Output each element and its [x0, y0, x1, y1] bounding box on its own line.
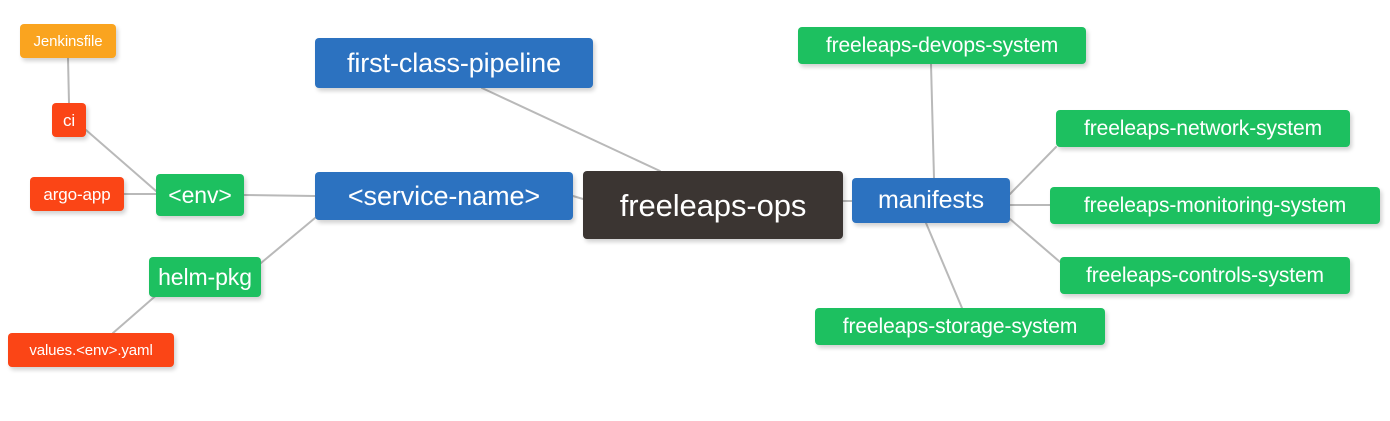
node-env[interactable]: <env>: [156, 174, 244, 216]
node-jenkinsfile[interactable]: Jenkinsfile: [20, 24, 116, 58]
node-label: manifests: [877, 186, 985, 214]
node-first-class-pipeline[interactable]: first-class-pipeline: [315, 38, 593, 88]
node-freeleaps-devops-system[interactable]: freeleaps-devops-system: [798, 27, 1086, 64]
node-label: freeleaps-devops-system: [825, 34, 1059, 57]
edge-env-to-service-name: [243, 194, 316, 197]
node-freeleaps-network-system[interactable]: freeleaps-network-system: [1056, 110, 1350, 147]
node-values-yaml[interactable]: values.<env>.yaml: [8, 333, 174, 367]
node-label: freeleaps-controls-system: [1086, 264, 1324, 287]
node-label: <env>: [168, 181, 232, 208]
node-label: freeleaps-ops: [619, 187, 807, 223]
edge-manifests-to-controls-system: [1009, 218, 1061, 263]
node-label: freeleaps-network-system: [1083, 117, 1322, 140]
node-label: freeleaps-storage-system: [842, 315, 1078, 338]
node-label: values.<env>.yaml: [29, 341, 153, 359]
node-label: <service-name>: [347, 180, 541, 211]
edge-first-class-pipeline-to-freeleaps-ops: [481, 87, 661, 172]
node-service-name[interactable]: <service-name>: [315, 172, 573, 220]
node-ci[interactable]: ci: [52, 103, 86, 137]
node-label: freeleaps-monitoring-system: [1083, 194, 1347, 217]
edge-service-name-to-helm-pkg: [260, 217, 316, 264]
edge-manifests-to-storage-system: [925, 222, 963, 309]
node-freeleaps-storage-system[interactable]: freeleaps-storage-system: [815, 308, 1105, 345]
edge-helm-pkg-to-values-yaml: [112, 291, 161, 334]
edge-manifests-to-devops-system: [930, 63, 935, 179]
node-freeleaps-controls-system[interactable]: freeleaps-controls-system: [1060, 257, 1350, 294]
edge-service-name-to-freeleaps-ops: [572, 195, 584, 200]
node-freeleaps-monitoring-system[interactable]: freeleaps-monitoring-system: [1050, 187, 1380, 224]
node-label: argo-app: [43, 184, 111, 204]
node-label: ci: [62, 110, 76, 130]
edge-jenkinsfile-to-ci: [67, 57, 70, 104]
node-manifests[interactable]: manifests: [852, 178, 1010, 223]
node-label: first-class-pipeline: [346, 47, 562, 78]
node-label: Jenkinsfile: [33, 32, 103, 50]
node-label: helm-pkg: [158, 263, 252, 290]
node-helm-pkg[interactable]: helm-pkg: [149, 257, 261, 297]
node-freeleaps-ops-root[interactable]: freeleaps-ops: [583, 171, 843, 239]
node-argo-app[interactable]: argo-app: [30, 177, 124, 211]
edge-manifests-to-network-system: [1009, 146, 1057, 195]
